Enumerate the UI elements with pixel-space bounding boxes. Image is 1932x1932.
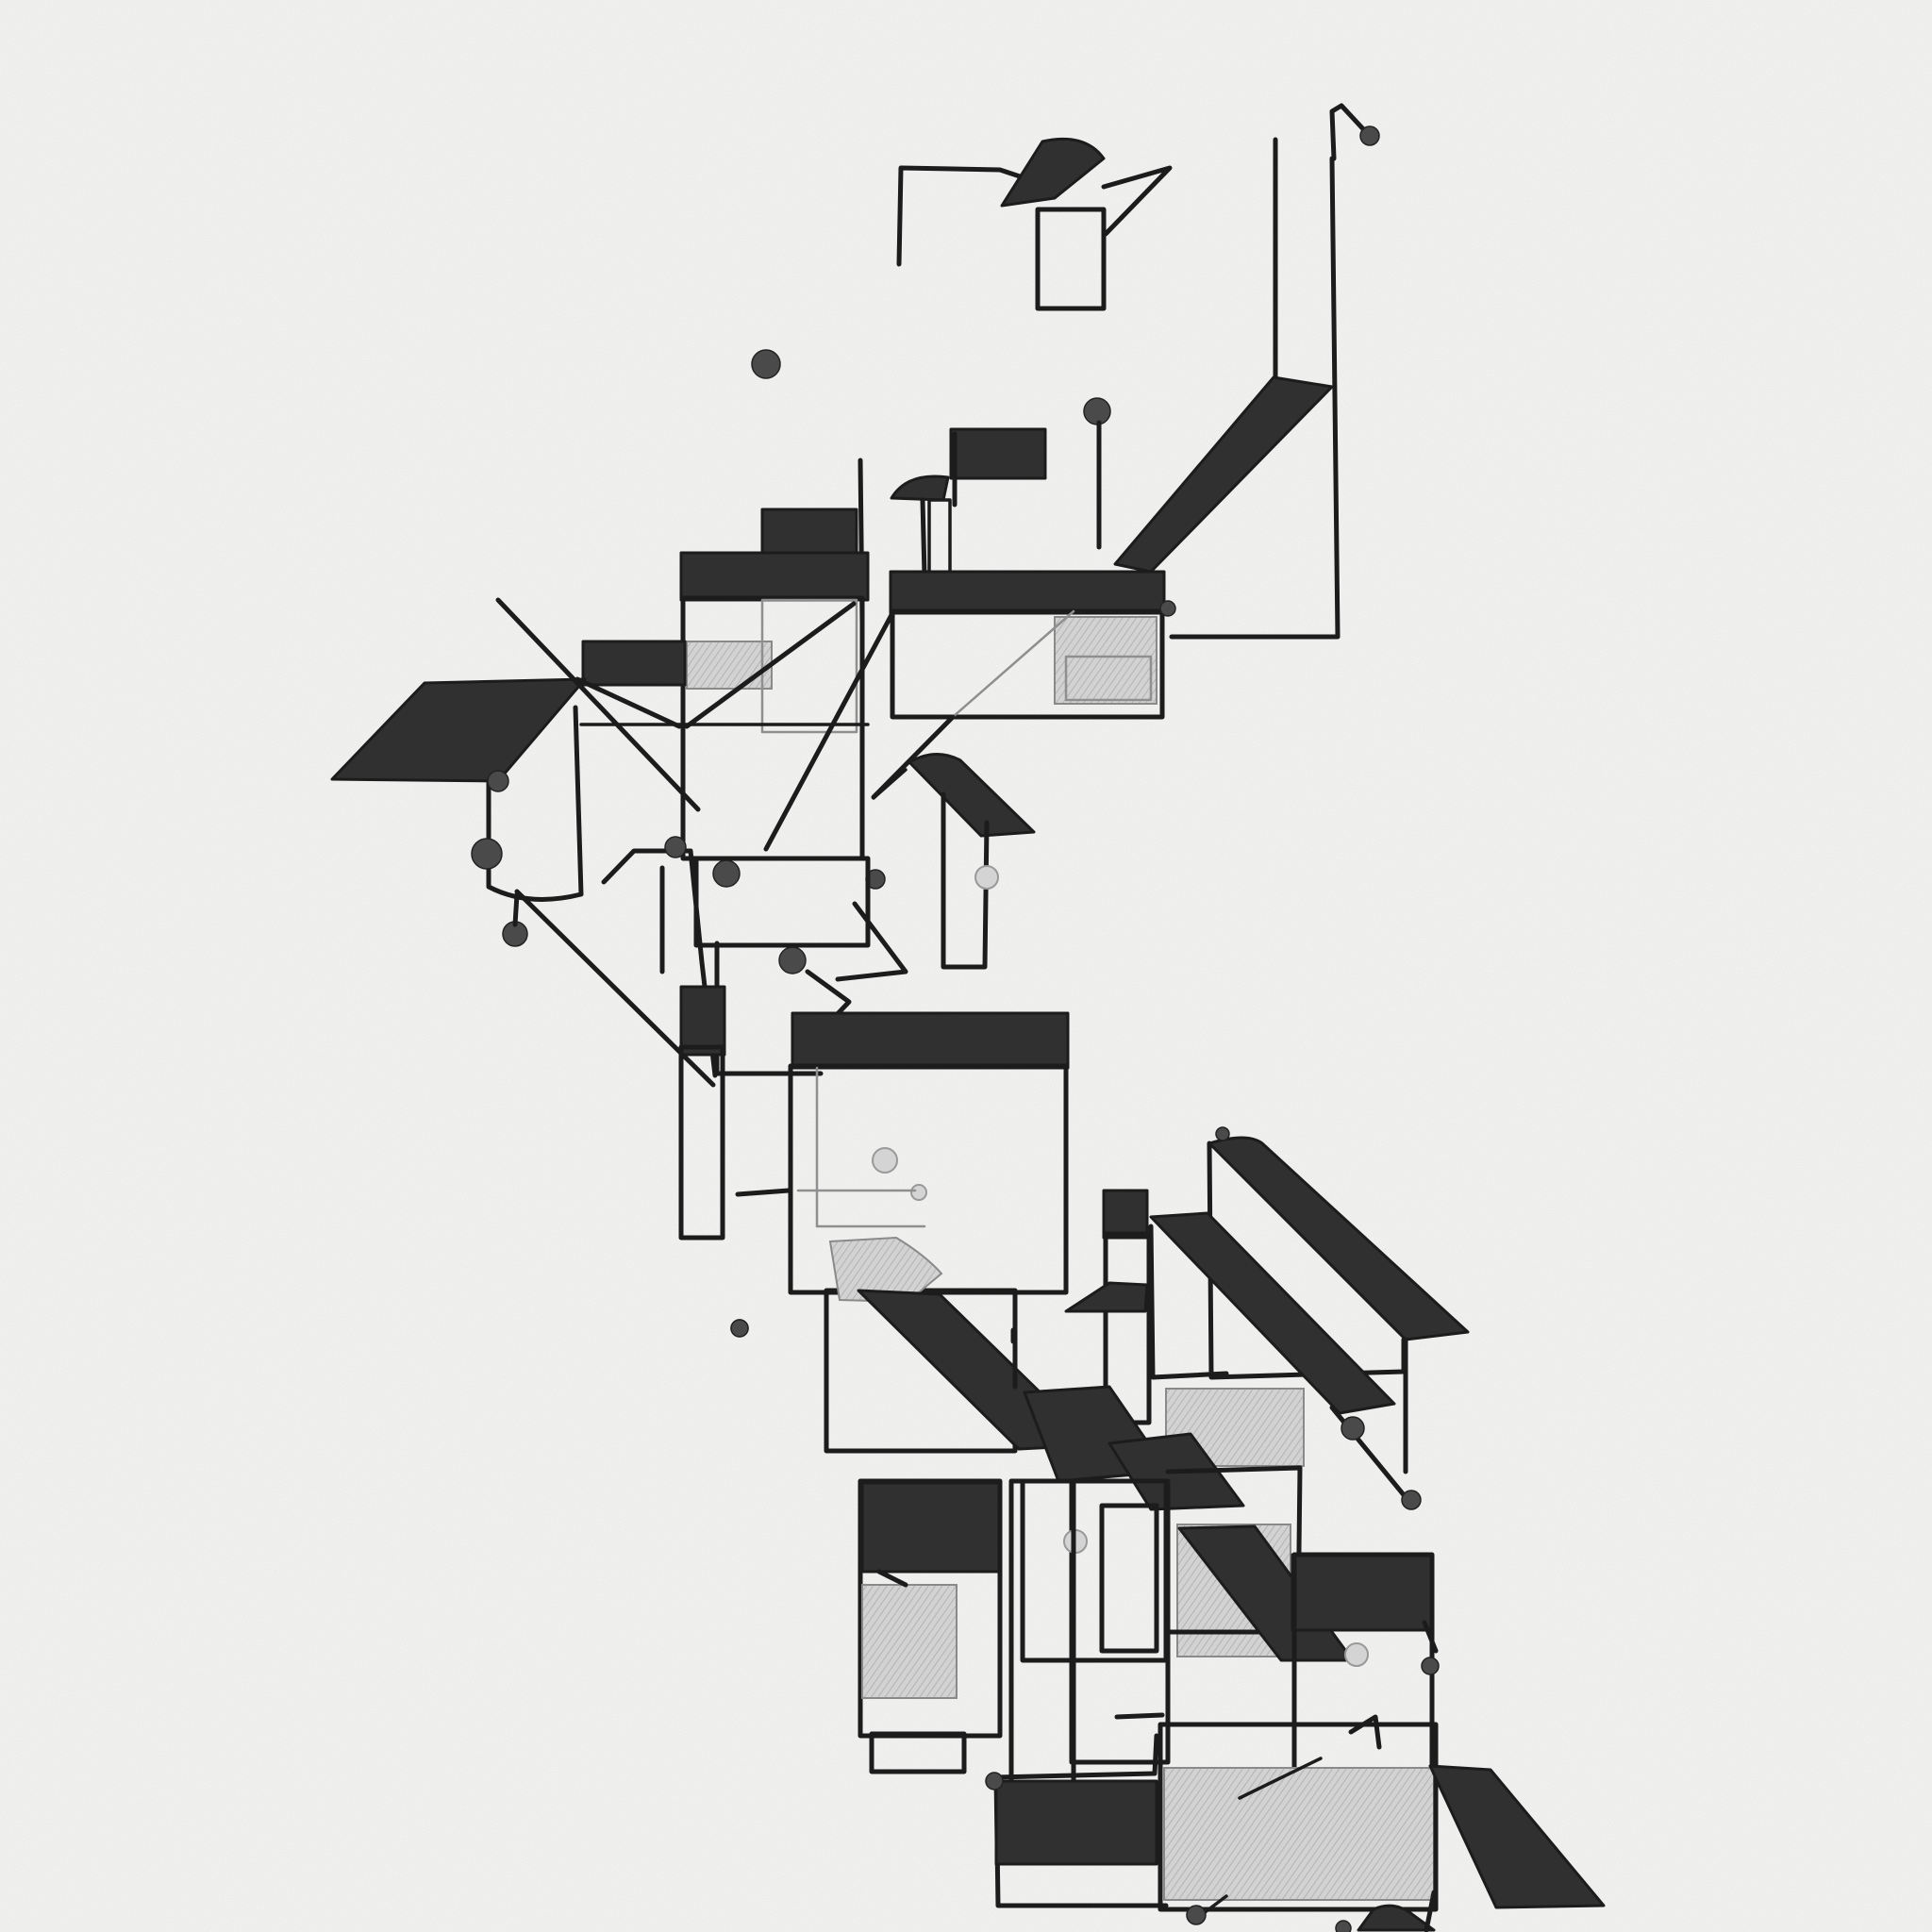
bottom-slant-roof <box>1428 1764 1606 1909</box>
tower-thin <box>1114 1712 1165 1720</box>
left-roof-bar <box>581 640 687 687</box>
bottom-hatch-box <box>1163 1767 1435 1901</box>
bottom-small-roof <box>1357 1904 1436 1932</box>
upper-right-diag <box>951 609 1075 719</box>
bottom-dark-bar <box>994 1779 1158 1866</box>
upper-buildings <box>330 427 1176 947</box>
tall-block-cap <box>760 508 858 560</box>
small-roof-line <box>872 768 908 800</box>
pin-dot-1 <box>1083 397 1111 425</box>
top-tower-box <box>1035 207 1107 311</box>
tall-block-roof <box>679 551 870 602</box>
bottom-cross <box>1202 1894 1228 1915</box>
right-side-roof <box>1291 1553 1434 1632</box>
lower-left-dot <box>730 1319 749 1338</box>
right-frame-line <box>1169 156 1341 640</box>
left-floating-dot <box>751 349 781 379</box>
tower-c <box>1099 1503 1159 1654</box>
connector-step <box>835 901 908 982</box>
lower-tower-flag <box>1064 1281 1149 1313</box>
bottom-base-group <box>985 1714 1606 1932</box>
tower-frame <box>1165 1465 1303 1635</box>
left-house-cross-b <box>575 676 682 729</box>
left-house-hook <box>512 891 520 927</box>
bottom-dot-a <box>985 1772 1004 1790</box>
tall-block-line <box>871 714 956 800</box>
right-side-group <box>1291 1552 1440 1776</box>
small-roof-dot <box>974 865 999 890</box>
top-right-dot <box>1359 125 1380 146</box>
connector-box <box>693 856 871 948</box>
connector-dot-a <box>664 836 687 858</box>
top-hook-roof <box>1000 137 1106 208</box>
right-side-dot <box>1421 1657 1440 1675</box>
flag-roof-b <box>890 475 950 502</box>
right-side-faint-dot <box>1344 1642 1369 1667</box>
lower-slant-roof-b <box>1149 1211 1396 1415</box>
flag-roof-a <box>949 427 1047 480</box>
lower-right-dot-b <box>1401 1490 1422 1510</box>
lower-tower-cap <box>1102 1189 1149 1240</box>
left-house-dot-a <box>487 770 509 792</box>
top-triangle-flag <box>1101 165 1173 237</box>
lower-right-dot-a <box>1341 1416 1365 1441</box>
right-side-wire <box>1422 1620 1439 1654</box>
connector-dot-d <box>778 946 807 974</box>
bottom-left-roof <box>860 1481 1002 1574</box>
right-hooked-pole <box>1329 103 1369 161</box>
connector-tall-post <box>678 1044 725 1241</box>
small-roof-house <box>908 753 1036 838</box>
tall-block-inner <box>760 598 858 734</box>
top-cluster <box>751 103 1380 640</box>
lower-slant-walls-b <box>1148 1224 1229 1380</box>
bottom-left-group <box>858 1478 1076 1824</box>
bottom-left-hatch <box>861 1584 958 1699</box>
left-house-walls <box>486 705 584 902</box>
tall-block-diag-2 <box>763 610 895 852</box>
tall-block-diag <box>684 601 857 729</box>
left-house-dot-b <box>471 838 503 870</box>
right-diagonal-roof <box>1113 375 1334 574</box>
bottom-left-feet <box>869 1731 967 1774</box>
upper-right-dot <box>1159 600 1176 617</box>
bottom-diag <box>1348 1714 1382 1750</box>
bottom-wire <box>1238 1757 1323 1800</box>
central-box-roof <box>791 1011 1070 1070</box>
upper-right-box <box>890 608 1165 720</box>
left-house-cross-a <box>495 597 701 812</box>
bottom-dot-c <box>1335 1920 1352 1932</box>
central-box-inner-line <box>815 1066 926 1228</box>
central-box-dot-large <box>872 1147 898 1174</box>
tall-block-panel <box>686 641 773 690</box>
connector-dark-box <box>679 985 726 1057</box>
bottom-frame-box <box>1158 1722 1439 1912</box>
lower-right-dot-c <box>1215 1126 1230 1141</box>
upper-right-panel <box>1054 616 1158 705</box>
flag-post-b <box>920 497 927 578</box>
small-roof-house-walls <box>941 791 990 970</box>
lower-right-cluster <box>730 1126 1470 1510</box>
central-box-left-stub <box>735 1188 791 1197</box>
central-box-dot-small <box>910 1184 927 1201</box>
upper-right-roof <box>889 570 1166 615</box>
left-slant-roof <box>330 677 587 783</box>
upper-right-window <box>1064 655 1153 702</box>
middle-connector <box>514 753 1036 1241</box>
bottom-tail-line <box>1424 1890 1437 1932</box>
bottom-left-lip <box>876 1569 908 1588</box>
connector-dot-b <box>712 859 741 888</box>
bottom-dot-b <box>1186 1905 1207 1925</box>
